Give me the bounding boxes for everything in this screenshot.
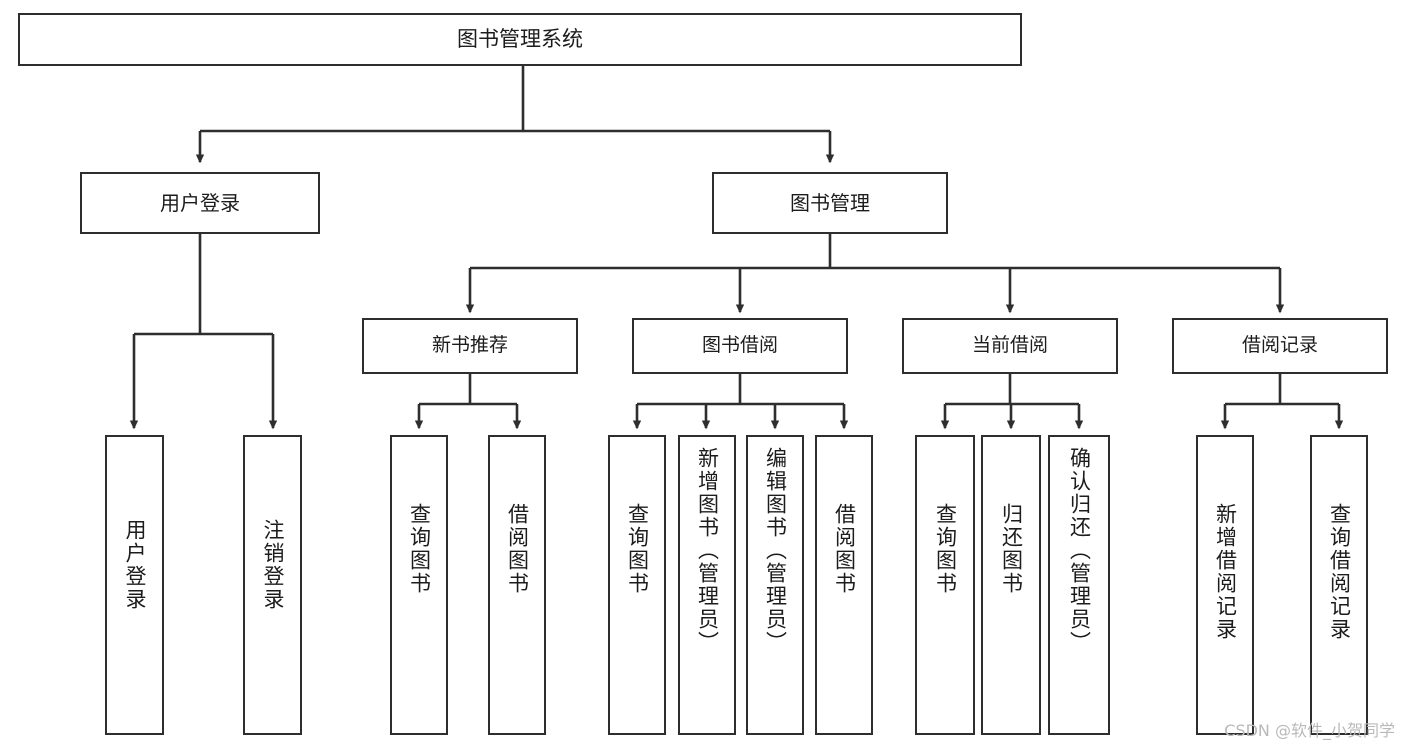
node-label: 注销登录	[261, 519, 285, 611]
node-leaf-query-book-borrow[interactable]: 查询图书	[608, 435, 666, 735]
node-label: 借阅图书	[505, 503, 530, 595]
node-label: 用户登录	[160, 190, 240, 215]
node-label: 借阅记录	[1241, 334, 1318, 357]
node-leaf-query-book-current[interactable]: 查询图书	[915, 435, 975, 735]
node-label: 查询图书	[933, 503, 958, 595]
node-label: 编辑图书（管理员）	[763, 447, 788, 654]
node-new-book-recommend[interactable]: 新书推荐	[362, 318, 578, 374]
node-label: 归还图书	[999, 503, 1024, 595]
node-label: 借阅图书	[832, 503, 857, 595]
node-leaf-borrow-book[interactable]: 借阅图书	[815, 435, 873, 735]
watermark-text: CSDN @软件_小贺同学	[1224, 721, 1395, 740]
node-leaf-borrow-book-recommend[interactable]: 借阅图书	[488, 435, 546, 735]
node-label: 查询图书	[625, 503, 650, 595]
node-label: 新书推荐	[431, 334, 508, 357]
node-leaf-return-book[interactable]: 归还图书	[981, 435, 1041, 735]
node-leaf-confirm-return-admin[interactable]: 确认归还（管理员）	[1048, 435, 1110, 735]
node-label: 新增借阅记录	[1213, 503, 1238, 641]
node-label: 用户登录	[123, 519, 147, 611]
node-label: 查询借阅记录	[1327, 503, 1352, 641]
node-label: 查询图书	[407, 503, 432, 595]
node-leaf-add-book-admin[interactable]: 新增图书（管理员）	[678, 435, 736, 735]
node-leaf-query-borrow-record[interactable]: 查询借阅记录	[1310, 435, 1368, 735]
node-leaf-add-borrow-record[interactable]: 新增借阅记录	[1196, 435, 1254, 735]
node-leaf-edit-book-admin[interactable]: 编辑图书（管理员）	[746, 435, 804, 735]
node-label: 确认归还（管理员）	[1067, 447, 1092, 654]
node-user-login[interactable]: 用户登录	[80, 172, 320, 234]
node-label: 新增图书（管理员）	[695, 447, 720, 654]
node-book-borrow[interactable]: 图书借阅	[632, 318, 848, 374]
node-borrow-record[interactable]: 借阅记录	[1172, 318, 1388, 374]
node-current-borrow[interactable]: 当前借阅	[902, 318, 1118, 374]
node-leaf-user-logout[interactable]: 注销登录	[243, 435, 302, 735]
node-label: 图书借阅	[701, 334, 778, 357]
node-book-management[interactable]: 图书管理	[712, 172, 948, 234]
node-label: 图书管理	[790, 190, 870, 215]
node-leaf-query-book-recommend[interactable]: 查询图书	[390, 435, 448, 735]
node-leaf-user-login[interactable]: 用户登录	[105, 435, 164, 735]
node-label: 当前借阅	[971, 334, 1048, 357]
node-root-book-management-system[interactable]: 图书管理系统	[18, 13, 1022, 66]
node-label: 图书管理系统	[457, 26, 583, 51]
